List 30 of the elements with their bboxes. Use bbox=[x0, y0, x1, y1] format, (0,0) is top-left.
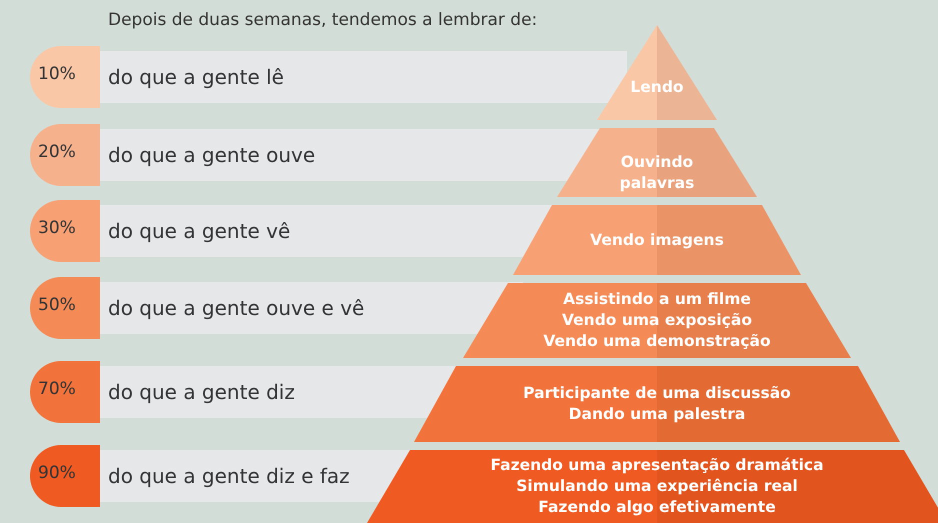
tier-label: Participante de uma discussão bbox=[522, 383, 792, 404]
percent-value: 20% bbox=[38, 142, 76, 162]
pyramid-tier bbox=[513, 205, 801, 275]
percent-value: 90% bbox=[38, 463, 76, 483]
pyramid-tier bbox=[463, 283, 851, 358]
tier-label: Dando uma palestra bbox=[568, 404, 746, 425]
tier-label: Ouvindo palavras bbox=[618, 152, 696, 194]
percent-value: 50% bbox=[38, 295, 76, 315]
pyramid-tier bbox=[367, 450, 938, 523]
title-text: Depois de duas semanas, tendemos a lembrar de: bbox=[108, 10, 538, 30]
pyramid-tier bbox=[597, 25, 717, 120]
statement-text: do que a gente diz bbox=[108, 380, 295, 404]
statement-text: do que a gente ouve e vê bbox=[108, 296, 364, 320]
tier-label: Vendo uma demonstração bbox=[542, 331, 772, 352]
pyramid-tier bbox=[414, 366, 900, 442]
percent-value: 70% bbox=[38, 379, 76, 399]
tier-label: Vendo imagens bbox=[589, 230, 725, 250]
tier-label: Fazendo uma apresentação dramática bbox=[489, 455, 825, 476]
tier-label: Simulando uma experiência real bbox=[515, 476, 799, 497]
percent-value: 30% bbox=[38, 218, 76, 238]
statement-text: do que a gente vê bbox=[108, 219, 290, 243]
tier-label: Vendo uma exposição bbox=[561, 310, 753, 331]
tier-label: Fazendo algo efetivamente bbox=[537, 497, 777, 518]
tier-label: Lendo bbox=[629, 77, 685, 98]
pyramid-tier bbox=[557, 128, 757, 197]
statement-text: do que a gente diz e faz bbox=[108, 464, 350, 488]
statement-text: do que a gente ouve bbox=[108, 143, 316, 167]
percent-value: 10% bbox=[38, 64, 76, 84]
tier-label: Assistindo a um filme bbox=[562, 289, 752, 310]
statement-text: do que a gente lê bbox=[108, 65, 284, 89]
